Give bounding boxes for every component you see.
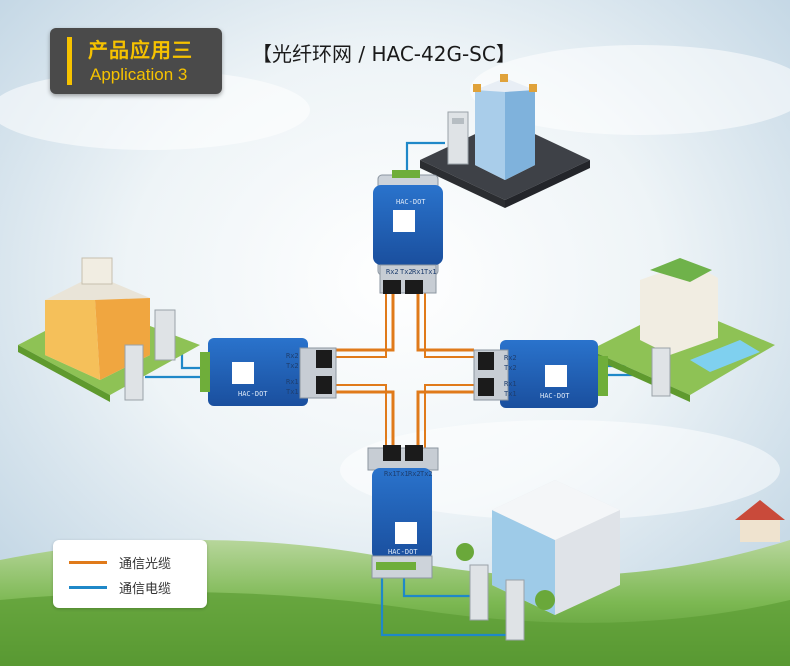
legend-label-fiber: 通信光缆 — [119, 556, 172, 572]
fiber-cables — [336, 292, 474, 450]
diagram-heading: 【光纤环网 / HAC-42G-SC】 — [252, 42, 516, 66]
badge-accent-bar — [67, 37, 72, 85]
right-port-label-3: Rx1 — [504, 380, 517, 388]
top-port-label-3: Rx1 — [412, 268, 425, 276]
bottom-port-label-2: Tx1 — [396, 470, 409, 478]
legend: 通信光缆 通信电缆 — [53, 540, 207, 608]
factory-building — [456, 480, 620, 641]
legend-item-fiber: 通信光缆 — [69, 552, 171, 572]
device-top — [373, 170, 443, 294]
bottom-port-label-3: Rx2 — [408, 470, 421, 478]
application-badge: 产品应用三 Application 3 — [50, 28, 222, 94]
top-port-label-2: Tx2 — [400, 268, 413, 276]
device-right — [473, 340, 608, 408]
top-port-label-1: Rx2 — [386, 268, 399, 276]
left-port-label-1: Rx2 — [286, 352, 299, 360]
house-building — [18, 257, 200, 402]
left-brand: HAC-DOT — [238, 390, 268, 398]
badge-subtitle: Application 3 — [90, 65, 188, 84]
legend-label-cable: 通信电缆 — [119, 581, 172, 597]
bottom-port-label-1: Rx1 — [384, 470, 397, 478]
top-brand: HAC-DOT — [396, 198, 426, 206]
left-port-label-3: Rx1 — [286, 378, 299, 386]
left-port-label-2: Tx2 — [286, 362, 299, 370]
bottom-port-label-4: Tx2 — [420, 470, 433, 478]
bottom-brand: HAC-DOT — [388, 548, 418, 556]
right-port-label-4: Tx1 — [504, 390, 517, 398]
left-port-label-4: Tx1 — [286, 388, 299, 396]
legend-item-cable: 通信电缆 — [69, 577, 171, 597]
device-left — [200, 338, 337, 406]
badge-title: 产品应用三 — [88, 38, 193, 62]
right-port-label-2: Tx2 — [504, 364, 517, 372]
right-brand: HAC-DOT — [540, 392, 570, 400]
right-port-label-1: Rx2 — [504, 354, 517, 362]
legend-swatch-fiber — [69, 560, 107, 564]
villa-building — [590, 258, 775, 402]
legend-swatch-cable — [69, 585, 107, 589]
top-port-label-4: Tx1 — [424, 268, 437, 276]
tower-building — [420, 74, 590, 208]
device-bottom — [367, 445, 439, 579]
